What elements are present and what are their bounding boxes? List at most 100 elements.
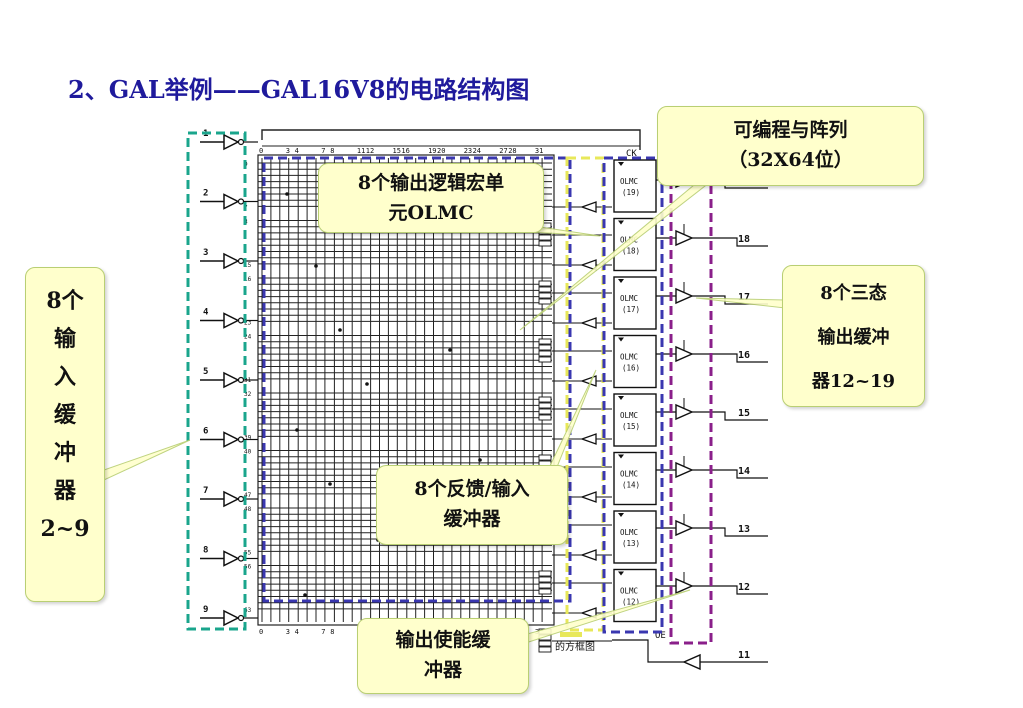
buffer-triangle-icon <box>223 371 240 389</box>
row-number: 63 <box>244 607 252 614</box>
olmc-label: OLMC <box>620 294 638 303</box>
clock-mark-icon <box>618 571 624 576</box>
olmc-callout-line2: 元OLMC <box>388 202 474 224</box>
olmc-block: OLMC(12) <box>613 568 657 623</box>
olmc-block: OLMC(13) <box>613 510 657 564</box>
column-number-top: 31 <box>535 147 543 155</box>
column-number-top: 0 <box>259 147 263 155</box>
tristate-triangle-icon <box>675 287 694 305</box>
array-callout-line2: （32X64位） <box>728 149 853 171</box>
row-number: 16 <box>244 276 252 283</box>
row-number: 32 <box>244 391 252 398</box>
olmc-label: OLMC <box>620 177 638 186</box>
output-pin-number: 14 <box>738 466 750 477</box>
olmc-callout-line1: 8个输出逻辑宏单 <box>357 172 505 194</box>
oe-wire <box>612 639 684 663</box>
clock-mark-icon <box>618 396 624 400</box>
column-number-top: 20 <box>437 147 445 155</box>
tristate-triangle-icon <box>675 403 694 421</box>
tristate-buffer: 13 <box>656 514 768 537</box>
column-number-top: 24 <box>473 147 481 155</box>
inversion-bubble-icon <box>237 198 245 205</box>
buffer-triangle-icon <box>223 312 240 329</box>
feedback-callout-line1: 8个反馈/输入 <box>414 478 530 500</box>
row-number: 24 <box>244 334 252 341</box>
oe-callout-line1: 输出使能缓 <box>395 629 491 651</box>
column-number-top: 7 <box>321 147 325 155</box>
feedback-buffer-icon <box>580 549 597 561</box>
circuit-structure <box>538 201 612 653</box>
column-number-bottom: 7 <box>321 628 325 636</box>
row-number: 40 <box>244 449 252 456</box>
column-number-top: 11 <box>357 147 365 155</box>
output-pin-number: 13 <box>738 524 750 535</box>
and-gate-icon <box>538 588 552 595</box>
olmc-callout: 8个输出逻辑宏单 元OLMC <box>318 163 544 233</box>
column-number-top: 15 <box>393 147 401 155</box>
page-title: 2、GAL举例——GAL16V8的电路结构图 <box>68 75 530 104</box>
output-pin-wire <box>692 469 768 479</box>
clock-mark-icon <box>618 337 624 342</box>
and-gate-icon <box>538 286 552 293</box>
inversion-bubble-icon <box>237 317 245 324</box>
olmc-block: OLMC(15) <box>613 393 657 447</box>
tristate-box <box>669 153 713 645</box>
output-pin-wire <box>692 585 768 595</box>
and-gate-icon <box>538 576 552 583</box>
feedback-buffer-icon <box>580 433 597 445</box>
olmc-label: OLMC <box>620 470 638 479</box>
olmc-box <box>613 451 657 506</box>
output-pin-wire <box>692 353 768 363</box>
tristate-pointer <box>695 297 786 309</box>
olmc-block: OLMC(16) <box>613 334 657 389</box>
feedback-callout: 8个反馈/输入 缓冲器 <box>376 465 568 545</box>
input-pin-number: 5 <box>203 367 208 377</box>
feedback-box-tab <box>560 632 582 637</box>
input-buffer: 9 <box>200 605 258 627</box>
fuse-dot <box>448 348 452 352</box>
inversion-bubble-icon <box>237 555 245 562</box>
and-gate-icon <box>538 570 552 577</box>
input-callout-line1: 8个 <box>46 288 84 314</box>
input-buffer: 7 <box>200 486 258 508</box>
clock-mark-icon <box>618 162 624 166</box>
input-pointer <box>103 439 191 481</box>
and-array-callout: 可编程与阵列 （32X64位） <box>657 106 924 186</box>
column-number-top: 28 <box>508 147 516 155</box>
column-number-bottom: 8 <box>330 628 334 636</box>
fuse-dot <box>295 428 299 432</box>
olmc-number: (14) <box>622 481 640 490</box>
input-callout-line2: 输 <box>53 326 76 352</box>
and-gate-icon <box>538 396 552 403</box>
input-pin-number: 8 <box>203 546 208 556</box>
oe-callout-line2: 冲器 <box>423 659 462 681</box>
and-gate-icon <box>538 292 552 299</box>
and-array-box <box>262 156 572 603</box>
column-number-top: 8 <box>330 147 334 155</box>
row-number: 55 <box>244 549 252 556</box>
olmc-block: OLMC (19) <box>613 159 657 213</box>
and-gate-icon <box>538 344 552 351</box>
row-number: 56 <box>244 564 252 571</box>
olmc-block: OLMC(17) <box>613 276 657 330</box>
row-number: 15 <box>244 262 252 269</box>
column-number-bottom: 3 <box>286 628 290 636</box>
input-callout: 8个 输 入 缓 冲 器 2~9 <box>25 267 105 602</box>
olmc-number: (19) <box>622 188 640 197</box>
column-number-top: 4 <box>295 147 299 155</box>
and-gate-icon <box>538 280 552 287</box>
oe-label: OE <box>655 631 666 641</box>
ck-label: CK <box>626 149 637 159</box>
inversion-bubble-icon <box>237 436 245 443</box>
tristate-buffer: 18 <box>656 224 768 247</box>
olmc-box <box>613 393 657 447</box>
input-pin-number: 2 <box>203 189 208 199</box>
input-buffer: 6 <box>200 427 258 448</box>
tristate-triangle-icon <box>675 577 694 595</box>
buffer-triangle-icon <box>223 193 240 210</box>
array-pointer <box>519 179 706 331</box>
tristate-callout-line1: 8个三态 <box>820 283 887 304</box>
feedback-buffer-icon <box>580 201 597 213</box>
input-pin-number: 6 <box>203 427 208 437</box>
and-gate-icon <box>538 414 552 421</box>
